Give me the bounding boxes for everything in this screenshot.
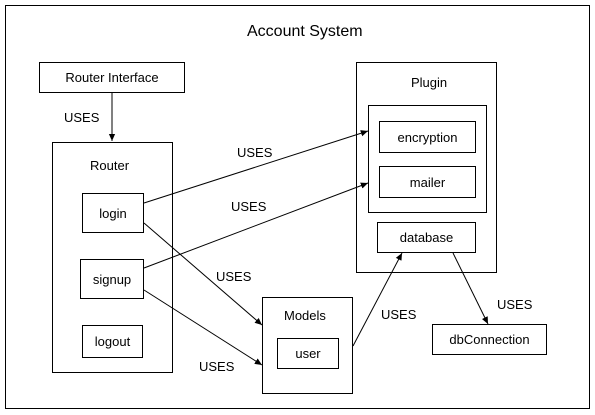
models-title: Models: [284, 308, 326, 323]
router-interface-label: Router Interface: [65, 70, 159, 85]
user-label: user: [295, 346, 321, 361]
edge-login-to-encryption: [143, 130, 369, 204]
diagram-title: Account System: [247, 23, 363, 40]
edge-signup-to-mailer: [143, 182, 369, 269]
dbconnection-label: dbConnection: [449, 332, 530, 347]
signup-label: signup: [92, 271, 132, 287]
mailer-label: mailer: [409, 174, 446, 190]
logout-label: logout: [94, 334, 131, 349]
database-label: database: [399, 230, 454, 245]
plugin-inner-box: [368, 105, 487, 213]
signup-box: signup: [80, 259, 144, 299]
edge-login-to-models: [143, 222, 263, 326]
mailer-box: mailer: [379, 166, 476, 198]
user-box: user: [277, 338, 339, 369]
edge-models-to-database: [352, 252, 403, 347]
account-system-frame: [5, 5, 590, 409]
plugin-box: [356, 62, 497, 273]
database-box: database: [377, 222, 476, 253]
router-title: Router: [90, 158, 130, 173]
dbconnection-box: dbConnection: [432, 324, 547, 355]
logout-box: logout: [82, 325, 143, 358]
edge-signup-to-user: [143, 289, 263, 366]
edge-label-signup-user: USES: [199, 359, 235, 374]
edge-label-database-dbconnection: USES: [497, 297, 533, 312]
edge-label-login-models: USES: [216, 269, 252, 284]
edge-label-router-interface: USES: [64, 110, 100, 125]
models-box: [262, 297, 353, 394]
edge-label-signup-mailer: USES: [231, 199, 267, 214]
login-box: login: [82, 193, 144, 233]
edge-label-models-database: USES: [381, 307, 417, 322]
encryption-label: encryption: [397, 129, 458, 145]
router-box: [52, 142, 173, 373]
login-label: login: [99, 205, 127, 221]
router-interface-box: Router Interface: [39, 62, 185, 93]
edge-label-login-encryption: USES: [237, 145, 273, 160]
edge-database-to-dbconnection: [452, 252, 489, 325]
encryption-box: encryption: [379, 121, 476, 153]
plugin-title: Plugin: [411, 75, 448, 90]
